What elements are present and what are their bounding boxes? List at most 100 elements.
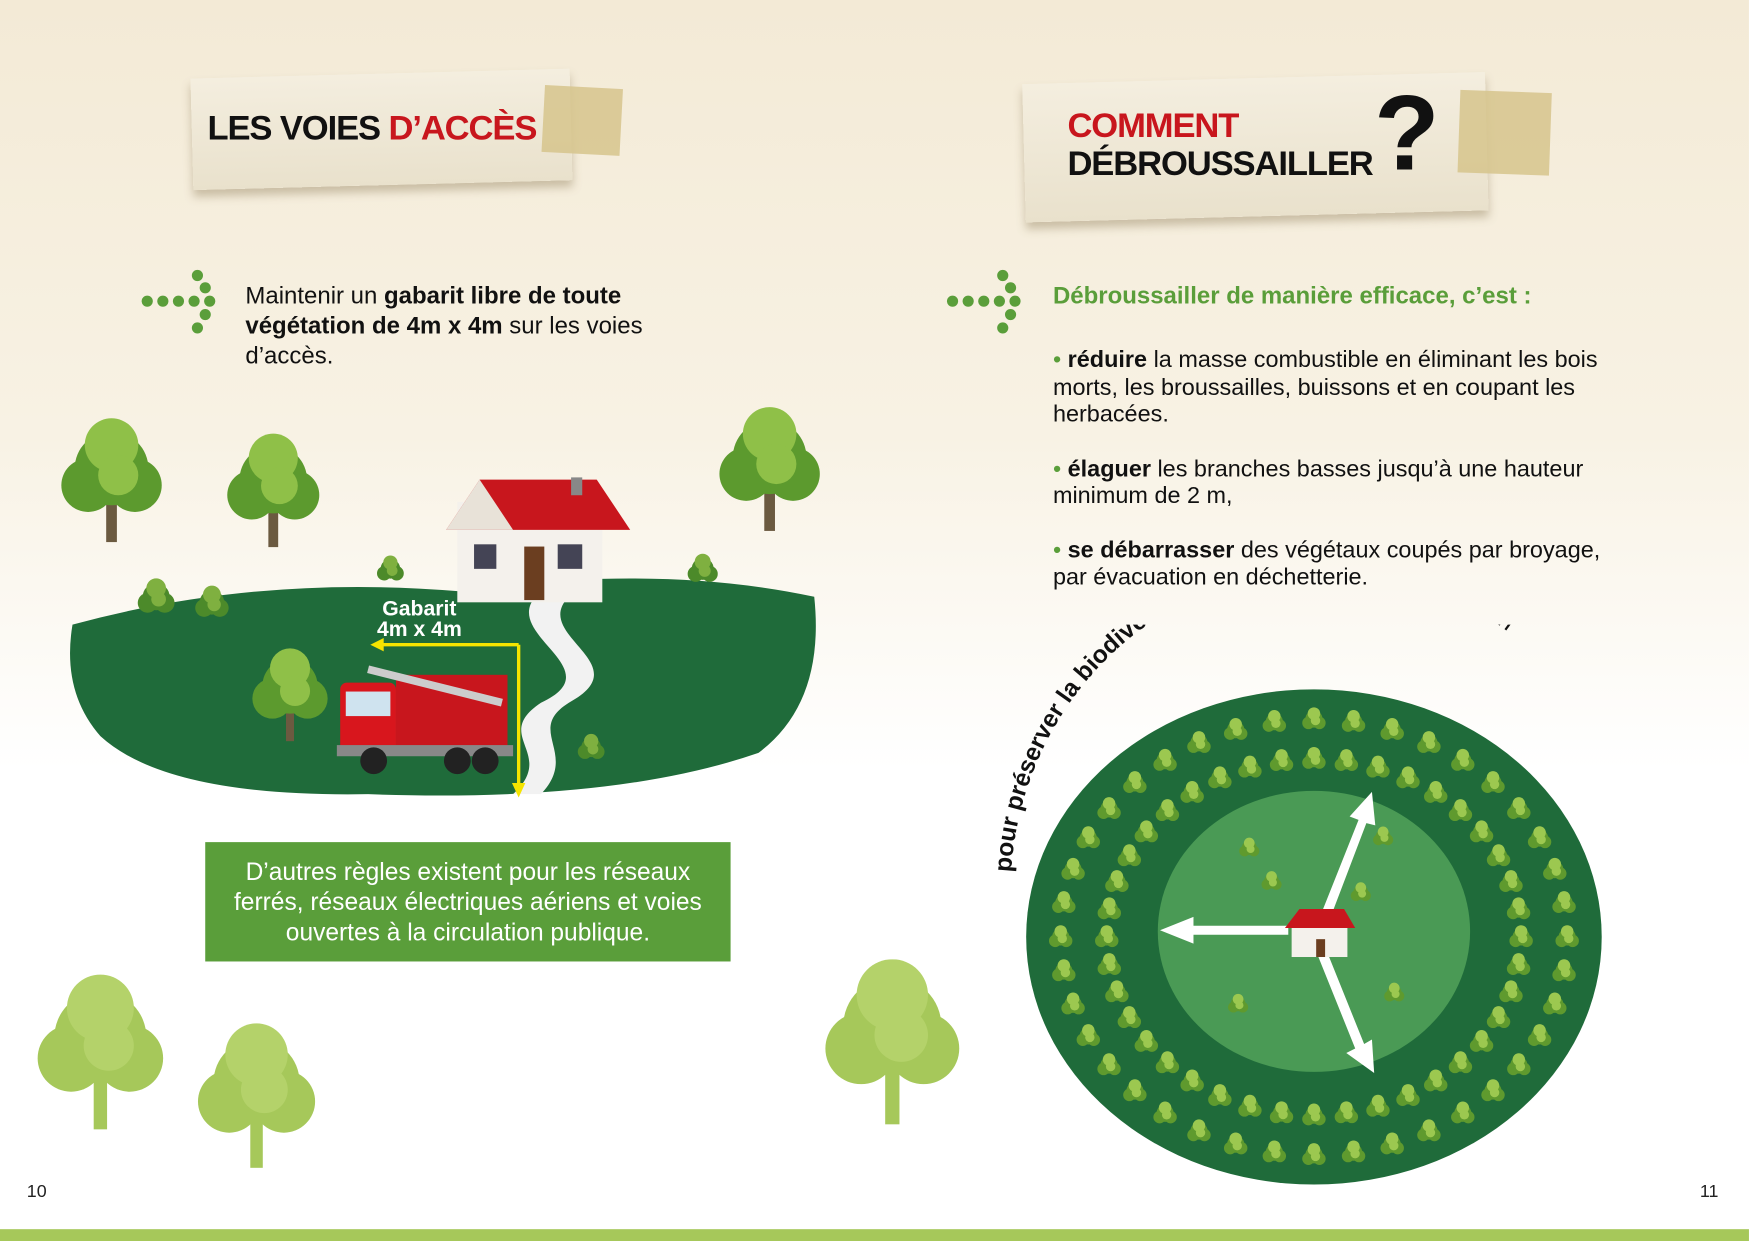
tree-icon — [1153, 748, 1177, 771]
tree-icon — [1366, 755, 1390, 778]
tree-icon — [1380, 717, 1404, 740]
tree-icon — [1238, 755, 1262, 778]
tree-icon — [1424, 1069, 1448, 1092]
tree-icon — [1543, 857, 1567, 880]
page-title-right: COMMENT DÉBROUSSAILLER — [1067, 105, 1373, 183]
tree-icon — [1334, 749, 1359, 771]
tree-icon — [197, 1023, 316, 1168]
tree-icon — [1052, 959, 1076, 982]
tree-icon — [1061, 992, 1085, 1015]
tree-icon — [825, 959, 960, 1125]
progression-arrows — [1160, 791, 1376, 1074]
tree-icon — [1469, 1030, 1494, 1052]
gauge-arrow — [370, 638, 526, 798]
tree-icon — [1552, 959, 1576, 982]
tree-icon — [1417, 1119, 1441, 1142]
access-road-illustration: Gabarit 4m x 4m — [61, 407, 820, 798]
tree-icon — [1180, 780, 1204, 803]
tree-icon — [1269, 749, 1294, 771]
tree-icon — [1223, 1132, 1248, 1155]
tree-icon — [1269, 1101, 1294, 1124]
intro-text: Maintenir un gabarit libre de toute végé… — [245, 282, 643, 370]
tree-icon — [1105, 980, 1129, 1003]
tree-icon — [1097, 1053, 1121, 1076]
question-mark: ? — [1374, 73, 1440, 193]
tape-decoration — [1457, 89, 1552, 176]
dotted-arrow-icon — [946, 269, 1021, 334]
tree-icon — [1076, 826, 1101, 849]
house — [446, 477, 631, 603]
tree-icon — [1095, 925, 1119, 948]
tree-icon — [377, 555, 404, 581]
tree-icon — [1117, 1006, 1142, 1029]
tree-icon — [1499, 870, 1523, 892]
dotted-arrow-icon — [141, 269, 216, 334]
tree-icon — [1238, 1094, 1262, 1117]
tree-icon — [1469, 820, 1494, 843]
tree-icon — [1507, 797, 1531, 820]
tree-icon — [1097, 797, 1121, 820]
lead-text: Débroussailler de manière efficace, c’es… — [1052, 282, 1532, 309]
tree-icon — [1527, 1024, 1552, 1047]
tree-icon — [1396, 766, 1420, 789]
tree-icon — [1302, 1103, 1326, 1126]
tree-icon — [1499, 980, 1523, 1003]
tree-icon — [1261, 871, 1282, 890]
tree-icon — [1334, 1101, 1359, 1124]
tree-icon — [1366, 1094, 1390, 1117]
tree-icon — [1061, 857, 1085, 880]
tree-icon — [1302, 707, 1326, 730]
tree-icon — [1223, 717, 1248, 740]
tree-icon — [1507, 1053, 1531, 1076]
bullet-item: • élaguer les branches basses jusqu’à un… — [1052, 455, 1584, 509]
tree-icon — [1153, 1101, 1177, 1124]
gauge-label: Gabarit — [382, 598, 456, 621]
tree-icon — [1341, 1140, 1366, 1163]
tree-icon — [1105, 870, 1129, 892]
tree-icon — [1155, 799, 1180, 822]
tree-icon — [1180, 1069, 1204, 1092]
tree-icon — [252, 648, 328, 742]
tree-icon — [1123, 1079, 1147, 1102]
tree-icon — [1417, 731, 1441, 753]
tree-icon — [1187, 731, 1211, 753]
page-number-right: 11 — [1699, 1182, 1719, 1202]
tree-icon — [1076, 1024, 1101, 1047]
tree-icon — [1451, 748, 1475, 771]
bottom-strip — [0, 1229, 1749, 1241]
road — [513, 596, 594, 795]
tree-icon — [1373, 826, 1394, 846]
page-title-left: LES VOIES D’ACCÈS — [207, 108, 537, 148]
tree-icon — [1506, 953, 1531, 975]
tree-icon — [195, 585, 229, 617]
tree-icon — [1097, 897, 1122, 920]
tree-icon — [577, 733, 605, 759]
tree-icon — [37, 974, 164, 1130]
tree-icon — [1481, 771, 1505, 794]
fire-truck — [336, 665, 514, 775]
note-box: D’autres règles existent pour les réseau… — [205, 842, 731, 962]
tree-icon — [61, 418, 162, 543]
tree-icon — [1486, 1006, 1511, 1029]
bullet-list: • réduire la masse combustible en élimin… — [1053, 347, 1622, 592]
tree-silhouettes — [37, 959, 960, 1168]
tree-icon — [1506, 897, 1531, 920]
tree-icon — [1486, 844, 1511, 867]
tree-icon — [1239, 837, 1260, 857]
tree-icon — [1396, 1084, 1420, 1106]
tree-icon — [1384, 982, 1405, 1002]
tree-icon — [137, 578, 175, 613]
tree-icon — [1097, 953, 1122, 975]
tree-icon — [1555, 925, 1579, 948]
tree-icon — [1123, 771, 1147, 794]
tree-icon — [1448, 1051, 1473, 1074]
tree-icon — [687, 553, 718, 582]
tree-icon — [1451, 1101, 1475, 1124]
tape-decoration — [541, 85, 623, 156]
tree-icon — [1134, 1030, 1159, 1052]
page-number-left: 10 — [26, 1182, 47, 1202]
tree-icon — [1052, 891, 1076, 913]
tree-icon — [1448, 799, 1473, 822]
tree-icon — [1552, 891, 1576, 913]
